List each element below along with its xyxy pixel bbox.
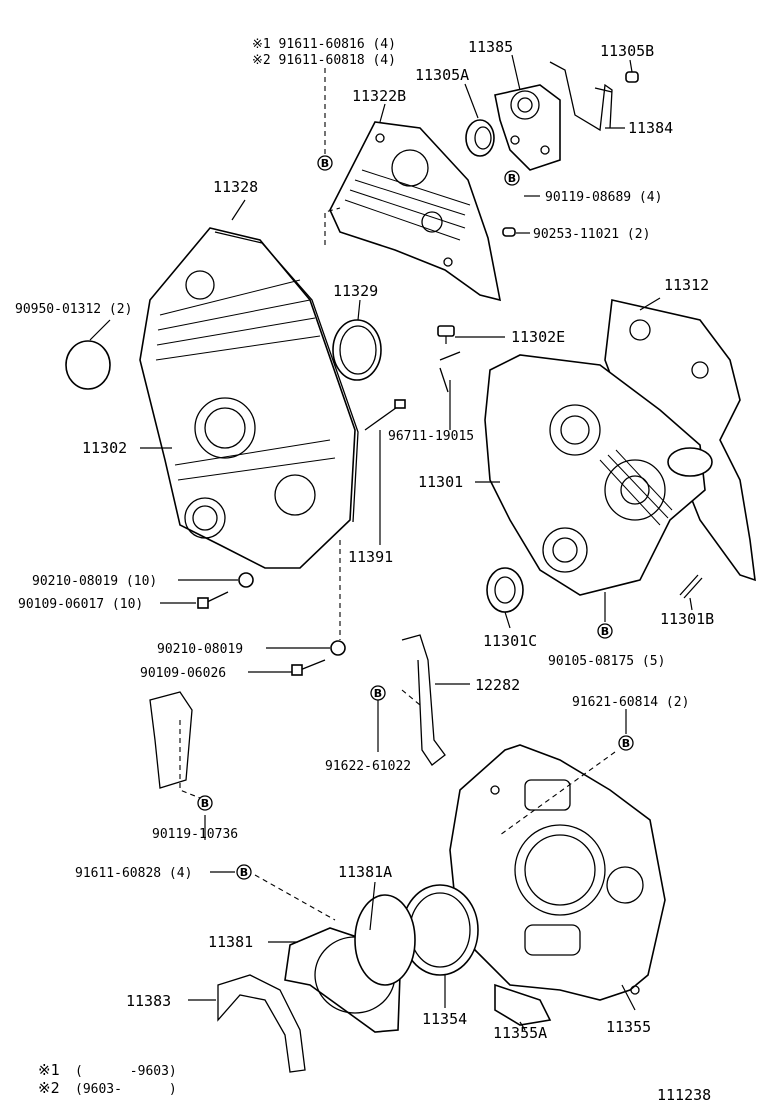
legend-row1-mark: ※1 [38,1061,60,1079]
ref-mark-b-2: B [504,170,520,186]
part-90253-11021 [502,227,516,237]
label-12282: 12282 [475,676,520,694]
label-11301c: 11301C [483,632,537,650]
svg-text:B: B [374,687,382,700]
part-90210-08019-10 [238,572,254,588]
svg-text:B: B [201,797,209,810]
variant-1-label: ※1 91611-60816 (4) [252,37,396,52]
svg-text:B: B [622,737,630,750]
part-90210-08019 [330,640,346,656]
label-11305b: 11305B [600,42,654,60]
part-90950-01312 [65,340,111,390]
part-11301c [486,567,524,613]
label-91622-61022: 91622-61022 [325,759,411,774]
part-11383 [217,974,306,1073]
ref-mark-b-6: B [197,795,213,811]
svg-text:B: B [321,157,329,170]
label-91621-60814: 91621-60814 (2) [572,695,689,710]
label-11301b: 11301B [660,610,714,628]
part-12282 [401,634,446,766]
part-11302e [437,325,455,344]
ref-mark-b-5: B [618,735,634,751]
variant-2-label: ※2 91611-60818 (4) [252,53,396,68]
label-90210-08019-10: 90210-08019 (10) [32,574,157,589]
label-11391: 11391 [348,548,393,566]
label-11328: 11328 [213,178,258,196]
label-11301: 11301 [418,473,463,491]
part-11305a [465,119,495,157]
label-90253-11021: 90253-11021 (2) [533,227,650,242]
label-11381a: 11381A [338,863,392,881]
label-11355a: 11355A [493,1024,547,1042]
part-96711-19015 [439,351,461,393]
part-11301b [679,574,703,599]
label-11381: 11381 [208,933,253,951]
part-11355a [494,983,552,1026]
label-11312: 11312 [664,276,709,294]
label-11302: 11302 [82,439,127,457]
ref-mark-b-1: B [317,155,333,171]
label-90210-08019: 90210-08019 [157,642,243,657]
part-11384 [549,61,613,132]
label-11354: 11354 [422,1010,467,1028]
label-11305a: 11305A [415,66,469,84]
part-11355 [449,744,666,1001]
label-91611-60828: 91611-60828 (4) [75,866,192,881]
label-11302e: 11302E [511,328,565,346]
part-11329 [332,319,382,381]
ref-mark-b-4: B [370,685,386,701]
part-11322b [329,121,502,302]
part-90109-06017 [197,591,229,609]
part-11328 [214,231,359,523]
label-11329: 11329 [333,282,378,300]
part-left-bracket [149,691,193,789]
label-90105-08175: 90105-08175 (5) [548,654,665,669]
label-96711-19015: 96711-19015 [388,429,474,444]
label-11384: 11384 [628,119,673,137]
label-90109-06026: 90109-06026 [140,666,226,681]
part-11381a [354,894,416,986]
diagram-id: 111238 [657,1086,711,1104]
label-90109-06017: 90109-06017 (10) [18,597,143,612]
svg-text:B: B [601,625,609,638]
legend-row2-mark: ※2 [38,1079,60,1097]
svg-text:B: B [240,866,248,879]
label-11385: 11385 [468,38,513,56]
ref-mark-b-3: B [597,623,613,639]
ref-mark-b-7: B [236,864,252,880]
part-11385 [494,84,561,171]
label-11383: 11383 [126,992,171,1010]
legend-row2-range: (9603- ) [75,1082,177,1097]
part-11305b [625,71,639,83]
label-90119-08689: 90119-08689 (4) [545,190,662,205]
part-11301 [484,354,713,596]
part-11391 [364,399,406,431]
legend-row1-range: ( -9603) [75,1064,177,1079]
label-90119-10736: 90119-10736 [152,827,238,842]
part-11302 [139,227,356,569]
part-90109-06026 [291,659,326,676]
label-90950-01312: 90950-01312 (2) [15,302,132,317]
label-11322b: 11322B [352,87,406,105]
label-11355: 11355 [606,1018,651,1036]
svg-text:B: B [508,172,516,185]
